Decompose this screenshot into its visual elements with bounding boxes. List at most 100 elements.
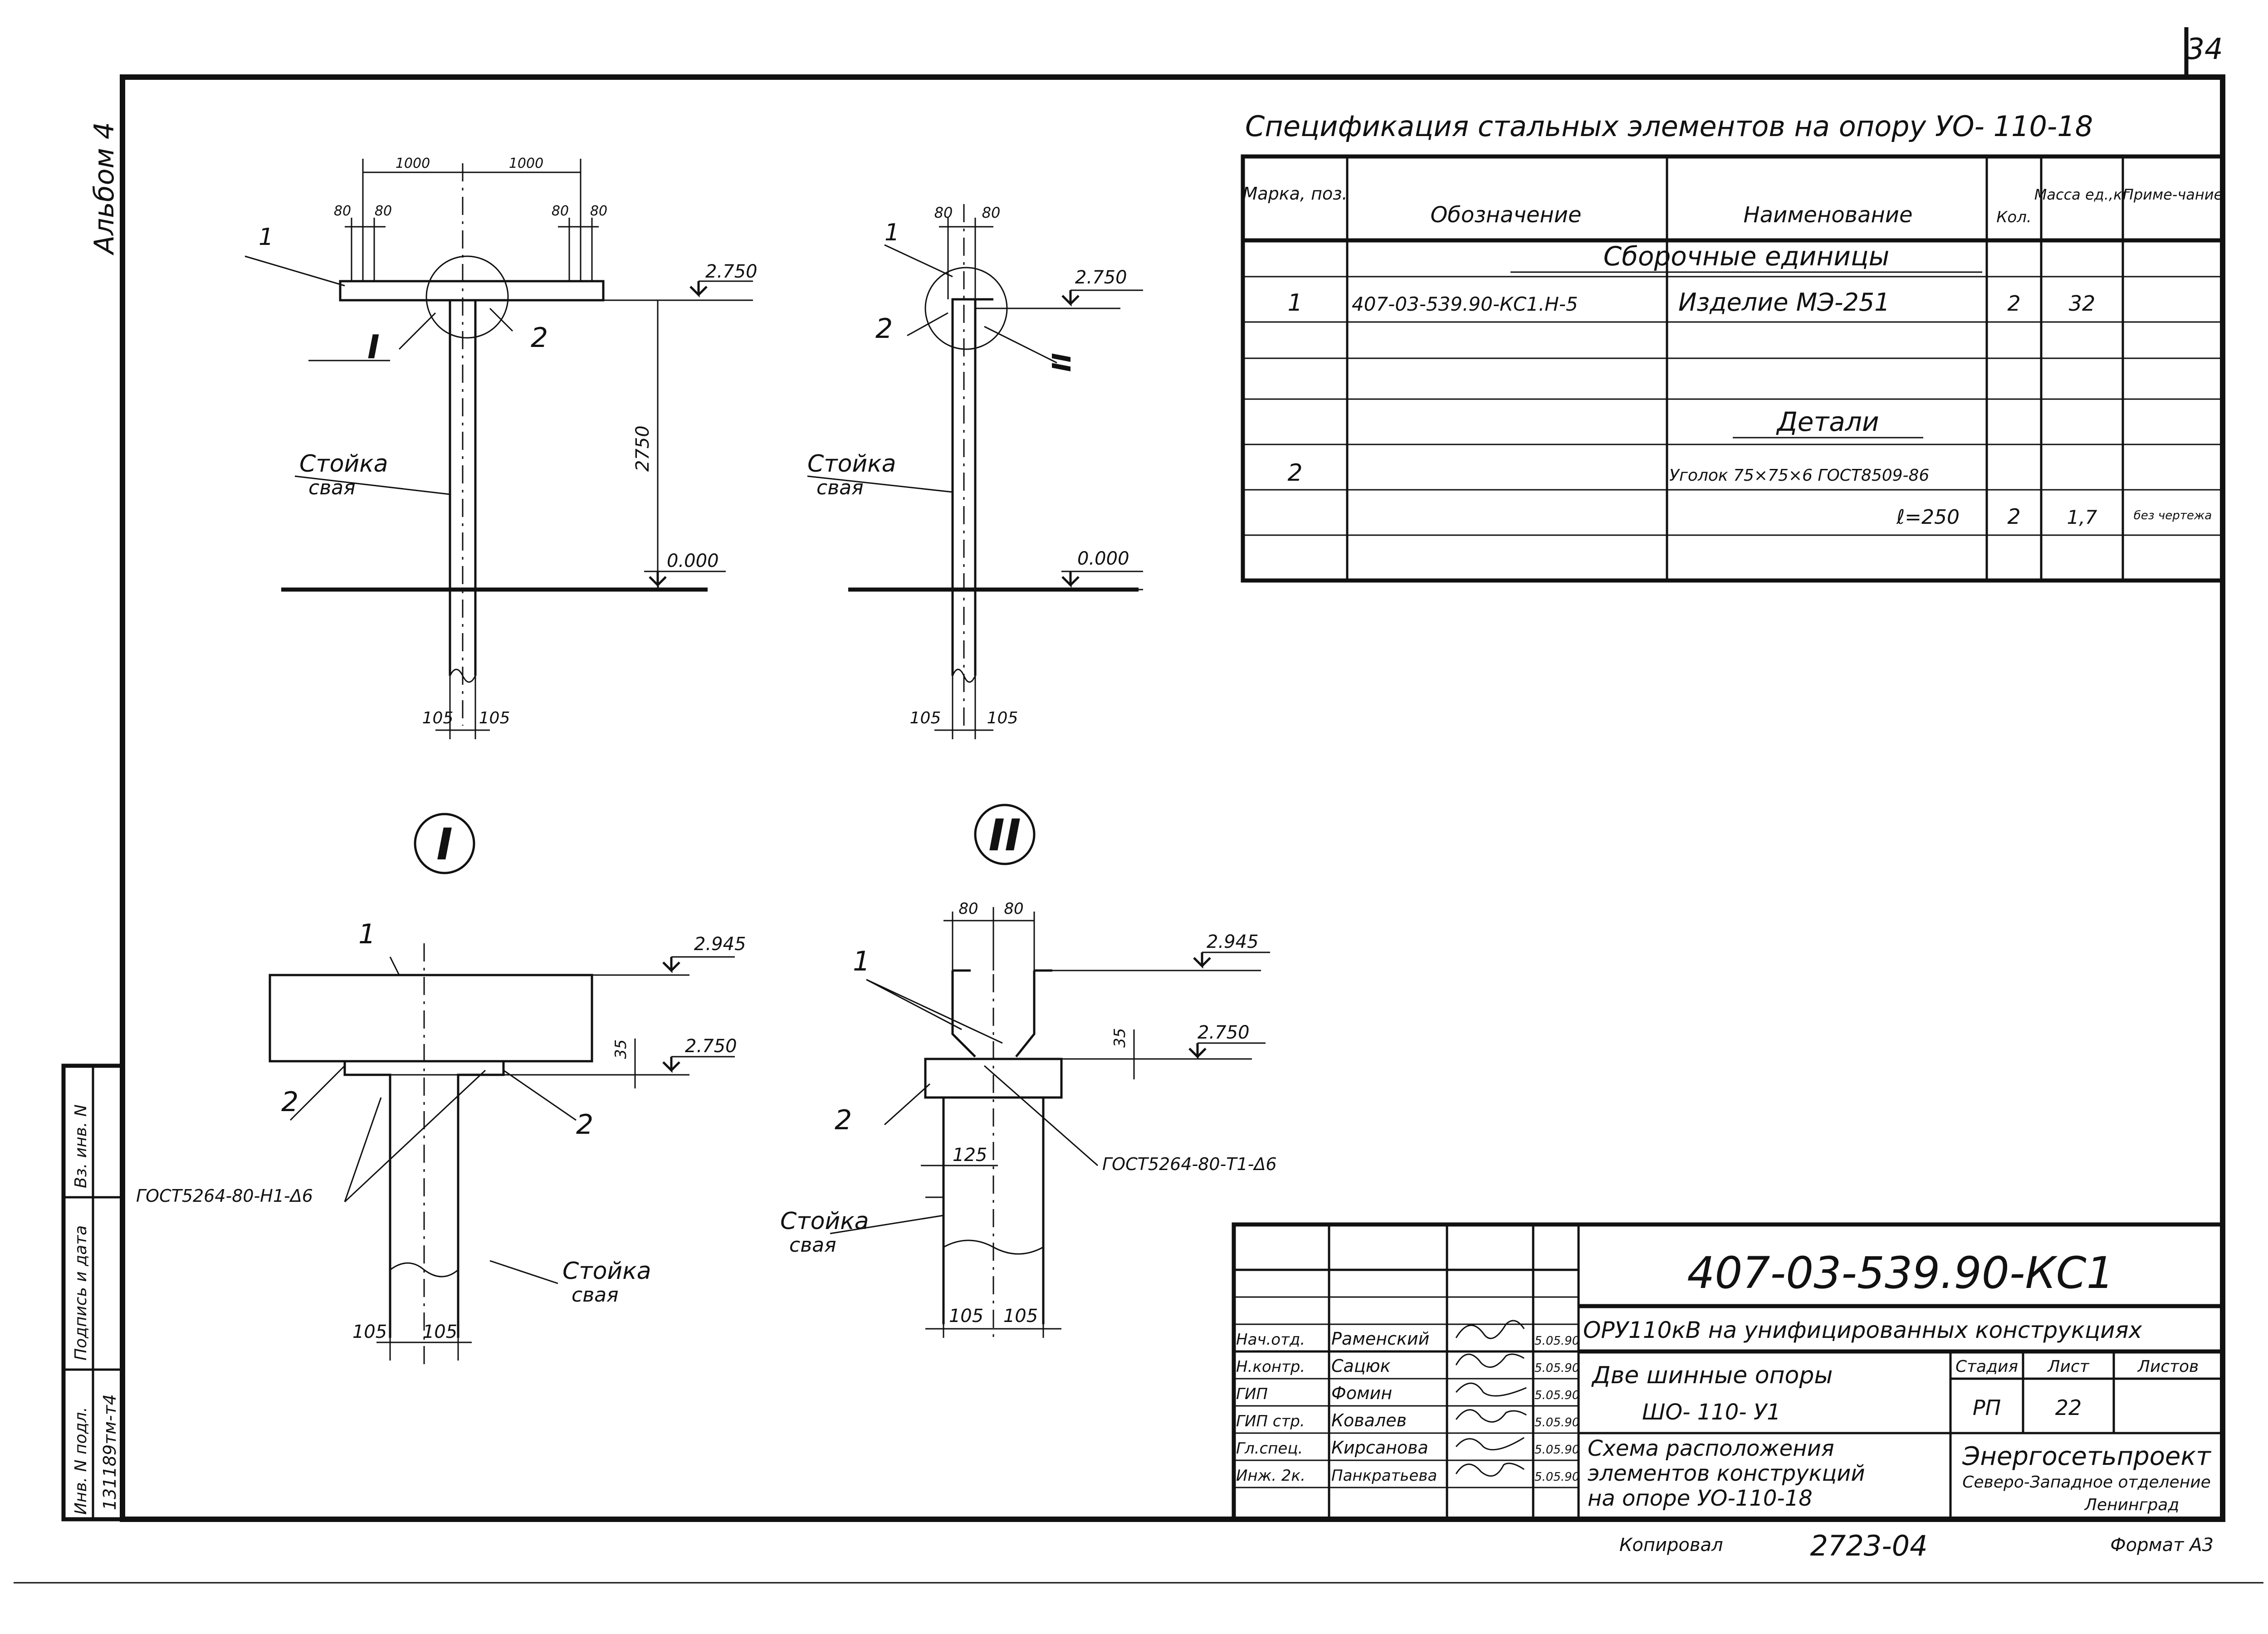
spec-row3-qty: 2 <box>2007 504 2020 529</box>
view-front-callout: I <box>367 328 380 366</box>
person-role: ГИП <box>1236 1385 1268 1403</box>
spec-header-name: Наименование <box>1743 202 1912 228</box>
detail-two-dim-80-b: 80 <box>1004 900 1023 918</box>
detail-two-dim-80-a: 80 <box>958 900 978 918</box>
title-block-sheet: 22 <box>2055 1395 2082 1420</box>
spec-header-note: Приме-чание <box>2123 186 2223 203</box>
spec-section-assembly: Сборочные единицы <box>1603 241 1890 272</box>
spec-row3-name: ℓ=250 <box>1896 506 1960 529</box>
spec-header-designation: Обозначение <box>1430 202 1581 228</box>
detail-two-dim-125: 125 <box>953 1145 987 1166</box>
view-side-mark-2: 2 <box>875 313 893 345</box>
detail-two-mark-1: 1 <box>853 946 870 977</box>
side-stamp <box>61 1063 125 1522</box>
detail-one-dim-105-b: 105 <box>423 1322 457 1342</box>
detail-two <box>830 804 1270 1342</box>
footer-format: Формат А3 <box>2110 1535 2214 1556</box>
person-name: Фомин <box>1331 1383 1392 1403</box>
person-name: Ковалев <box>1331 1410 1407 1430</box>
detail-two-dim-35: 35 <box>1111 1028 1129 1048</box>
spec-title: Спецификация стальных элементов на опору… <box>1245 110 2093 143</box>
view-side-post-line2: свая <box>816 476 864 499</box>
title-block-org-line3: Ленинград <box>2084 1496 2179 1514</box>
view-front-dim-80-c: 80 <box>552 203 569 219</box>
detail-two-level-1: 2.945 <box>1207 932 1259 952</box>
album-label: Альбом 4 <box>88 122 120 256</box>
person-date: 5.05.90 <box>1535 1334 1579 1348</box>
view-front-height: 2750 <box>632 425 653 472</box>
view-front-dim-80-a: 80 <box>334 203 351 219</box>
view-front-dim-1000-right: 1000 <box>509 156 543 171</box>
detail-one-mark-2b: 2 <box>576 1109 593 1141</box>
spec-row1-designation: 407-03-539.90-КС1.Н-5 <box>1352 293 1578 315</box>
spec-row1-mass: 32 <box>2069 291 2096 316</box>
spec-row1-pos: 1 <box>1287 289 1302 317</box>
detail-two-post-line2: свая <box>789 1234 836 1257</box>
person-role: Н.контр. <box>1236 1358 1305 1376</box>
footer-order: 2723-04 <box>1810 1529 1927 1562</box>
side-stamp-inv: Инв. N подл. <box>72 1407 90 1515</box>
view-front-post-line1: Стойка <box>299 450 388 478</box>
person-name: Панкратьева <box>1331 1467 1437 1485</box>
view-front-dim-80-b: 80 <box>375 203 392 219</box>
title-block-org-line2: Северо-Западное отделение <box>1962 1473 2211 1492</box>
view-side-dim-80-b: 80 <box>982 204 1001 221</box>
view-front-dim-80-d: 80 <box>590 203 607 219</box>
detail-two-dim-105-b: 105 <box>1003 1306 1038 1327</box>
detail-one-title: I <box>436 819 453 870</box>
person-name: Сацюк <box>1331 1356 1391 1376</box>
person-date: 5.05.90 <box>1535 1416 1579 1429</box>
side-stamp-sign: Подпись и дата <box>72 1225 90 1361</box>
person-role: Инж. 2к. <box>1236 1467 1305 1485</box>
view-side-dim-105-b: 105 <box>987 709 1018 727</box>
person-date: 5.05.90 <box>1535 1389 1579 1402</box>
detail-one-level-1: 2.945 <box>694 934 746 955</box>
signatures <box>1455 1320 1527 1477</box>
spec-row3-mass: 1,7 <box>2067 506 2097 528</box>
spec-row3-note: без чертежа <box>2134 509 2212 522</box>
view-side-callout: II <box>1047 353 1077 372</box>
view-front-mark-2: 2 <box>531 322 548 354</box>
detail-one-weld: ГОСТ5264-80-Н1-Δ6 <box>136 1186 313 1206</box>
spec-row1-name: Изделие МЭ-251 <box>1678 288 1890 317</box>
view-front-level-ground: 0.000 <box>667 551 719 571</box>
detail-two-post-line1: Стойка <box>780 1208 869 1235</box>
view-side-post-line1: Стойка <box>807 450 896 478</box>
person-date: 5.05.90 <box>1535 1470 1579 1484</box>
view-side-dim-80-a: 80 <box>934 204 953 221</box>
spec-section-details: Детали <box>1775 406 1879 437</box>
person-role: Нач.отд. <box>1236 1331 1305 1349</box>
detail-one-mark-1: 1 <box>358 918 376 950</box>
title-block-object-line1: Две шинные опоры <box>1591 1362 1833 1389</box>
view-front-level-top: 2.750 <box>705 261 758 282</box>
title-block-org-line1: Энергосетьпроект <box>1962 1442 2211 1471</box>
detail-two-dim-105-a: 105 <box>949 1306 983 1327</box>
title-block-project: ОРУ110кВ на унифицированных конструкциях <box>1583 1317 2142 1343</box>
title-block <box>1232 1222 2225 1522</box>
detail-two-title: II <box>988 810 1021 861</box>
title-block-object-line2: ШО- 110- У1 <box>1642 1400 1781 1425</box>
detail-one-level-2: 2.750 <box>685 1036 737 1057</box>
spec-row2-name: Уголок 75×75×6 ГОСТ8509-86 <box>1669 466 1929 485</box>
detail-two-level-2: 2.750 <box>1198 1022 1250 1043</box>
detail-two-weld: ГОСТ5264-80-Т1-Δ6 <box>1102 1154 1277 1174</box>
title-block-sheet-title-line3: на опоре УО-110-18 <box>1588 1486 1813 1511</box>
view-side-mark-1: 1 <box>885 219 899 246</box>
title-block-sheets-label: Листов <box>2137 1357 2199 1376</box>
view-front-post-line2: свая <box>308 476 356 499</box>
view-front-dim-1000-left: 1000 <box>396 156 430 171</box>
footer-copied: Копировал <box>1619 1535 1723 1556</box>
spec-header-pos: Марка, поз. <box>1243 184 1348 204</box>
spec-header-mass: Масса ед.,кг <box>2034 186 2130 203</box>
title-block-stage: РП <box>1973 1395 2001 1420</box>
detail-one-post-line2: свая <box>572 1283 619 1307</box>
view-side <box>807 204 1143 739</box>
spec-table <box>1241 154 2225 583</box>
detail-one-dim-105-a: 105 <box>352 1322 387 1342</box>
title-block-stage-label: Стадия <box>1955 1357 2018 1376</box>
spec-row2-pos: 2 <box>1287 459 1302 487</box>
view-front <box>244 159 753 739</box>
title-block-code: 407-03-539.90-КС1 <box>1687 1248 2114 1298</box>
view-side-dim-105-a: 105 <box>910 709 941 727</box>
detail-two-mark-2: 2 <box>835 1104 852 1136</box>
